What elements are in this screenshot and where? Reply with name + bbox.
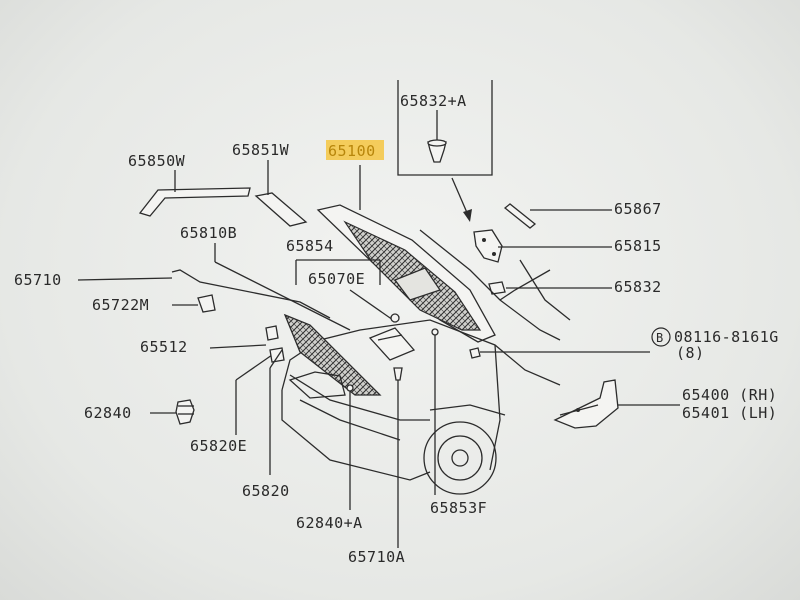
label-65867: 65867 [614, 200, 662, 218]
label-62840: 62840 [84, 404, 132, 422]
vehicle-body-outline [281, 319, 561, 391]
label-65854: 65854 [286, 237, 334, 255]
callout-box [397, 80, 493, 176]
label-65820: 65820 [242, 482, 290, 500]
label-08116-qty: (8) [676, 344, 705, 362]
label-65100-highlight [326, 140, 384, 160]
hood-rod-65710-shape [171, 269, 331, 319]
bumper-62840-shape [175, 399, 195, 425]
label-65722m: 65722M [92, 296, 149, 314]
bracket-65400-shape [553, 379, 619, 429]
label-08116: 08116-8161G [674, 328, 779, 346]
label-65710: 65710 [14, 271, 62, 289]
label-65810b: 65810B [180, 224, 237, 242]
label-65401: 65401 (LH) [682, 404, 777, 422]
grille-hatch [283, 313, 382, 396]
label-65832a: 65832+A [400, 92, 467, 110]
strip-65851w-shape [254, 192, 308, 227]
latch-65854-shape [368, 327, 416, 361]
label-65853f: 65853F [430, 499, 487, 517]
label-65815: 65815 [614, 237, 662, 255]
label-65512: 65512 [140, 338, 188, 356]
label-65070e: 65070E [308, 270, 365, 288]
label-62840a: 62840+A [296, 514, 363, 532]
label-65820e: 65820E [190, 437, 247, 455]
bumper-65512-shape [265, 325, 279, 341]
label-65851w: 65851W [232, 141, 290, 159]
moulding-65850w-shape [138, 187, 251, 217]
hinge-65815-shape [473, 229, 503, 263]
label-65710a: 65710A [348, 548, 405, 566]
clip-65722m-shape [197, 294, 216, 313]
bolt-marker-label: B [656, 331, 664, 345]
label-65850w: 65850W [128, 152, 186, 170]
front-wheel [423, 421, 497, 495]
label-65100: 65100 [328, 142, 376, 160]
bolt-marker-circle [651, 327, 671, 347]
label-65832: 65832 [614, 278, 662, 296]
seal-65867-shape [503, 203, 537, 229]
label-65400: 65400 (RH) [682, 386, 777, 404]
